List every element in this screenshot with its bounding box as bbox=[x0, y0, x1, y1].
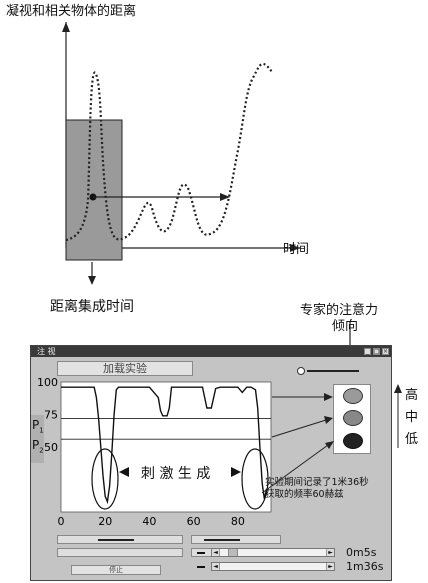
arrow-left-icon[interactable]: ◄ bbox=[212, 563, 220, 570]
status-dot-icon bbox=[297, 367, 305, 375]
arrow-right-icon[interactable]: ► bbox=[326, 549, 334, 556]
time-readout-1: 0m5s bbox=[346, 546, 377, 559]
time-slider-1[interactable]: ◄ ► bbox=[211, 548, 335, 557]
maximize-button[interactable]: □ bbox=[373, 348, 380, 355]
diagram-title: 凝视和相关物体的距离 bbox=[6, 4, 137, 19]
threshold-label-bg bbox=[31, 415, 44, 463]
gaze-curve bbox=[65, 62, 273, 242]
level-high-label: 高 bbox=[405, 388, 419, 403]
expert-attention-label: 专家的注意力 bbox=[300, 303, 379, 318]
threshold-p2-label: P2 bbox=[32, 438, 44, 455]
attention-indicator-panel bbox=[333, 384, 371, 454]
slider-thumb[interactable] bbox=[228, 549, 238, 556]
x-tick-label: 0 bbox=[58, 515, 65, 528]
arrow-left-icon[interactable]: ◄ bbox=[212, 549, 220, 556]
level-arrow-head bbox=[394, 384, 402, 393]
close-button[interactable]: × bbox=[382, 348, 389, 355]
window-titlebar: 注 视 _ □ × bbox=[31, 346, 391, 357]
threshold-p1-label: P1 bbox=[32, 418, 44, 435]
slider-1-dash bbox=[197, 552, 205, 554]
x-tick-label: 80 bbox=[231, 515, 245, 528]
window-title: 注 视 bbox=[37, 347, 56, 356]
time-readout-2: 1m36s bbox=[346, 560, 384, 573]
gaze-distance-series bbox=[61, 386, 268, 505]
stimulus-label: 刺 激 生 成 bbox=[141, 466, 211, 482]
record-note-2: 获取的频率60赫兹 bbox=[265, 489, 344, 500]
y-tick-label: 100 bbox=[37, 376, 58, 389]
stimulus-arrow-right bbox=[231, 467, 241, 477]
time-axis-label: 时间 bbox=[283, 242, 310, 257]
minimize-button[interactable]: _ bbox=[364, 348, 371, 355]
control-bar-1[interactable] bbox=[57, 535, 183, 544]
gaze-chart: 50 75 100 0 20 40 60 80 bbox=[37, 376, 272, 528]
level-mid-label: 中 bbox=[405, 410, 419, 425]
horizontal-arrow-head bbox=[220, 193, 230, 201]
stimulus-ellipse-left bbox=[91, 448, 119, 510]
status-line bbox=[307, 370, 359, 372]
time-slider-2[interactable]: ◄ ► bbox=[211, 562, 335, 571]
x-axis-arrow bbox=[290, 244, 300, 252]
x-tick-label: 60 bbox=[187, 515, 201, 528]
slider-2-dash bbox=[197, 566, 205, 568]
integration-time-label: 距离集成时间 bbox=[50, 299, 134, 315]
stop-button[interactable]: 停止 bbox=[71, 565, 161, 575]
attention-light-high bbox=[343, 388, 363, 404]
attention-light-mid bbox=[343, 410, 363, 426]
load-experiment-button[interactable]: 加载实验 bbox=[57, 361, 193, 376]
stimulus-arrow-left bbox=[119, 467, 129, 477]
control-bar-2[interactable] bbox=[191, 535, 281, 544]
down-arrow-head bbox=[88, 276, 96, 285]
y-axis-arrow bbox=[62, 22, 70, 32]
attention-light-low bbox=[343, 433, 363, 449]
gaze-window: 注 视 _ □ × 加载实验 50 75 100 0 20 40 60 80 刺 激 生 成… bbox=[30, 345, 392, 581]
chart-plot-area bbox=[60, 381, 272, 513]
y-tick-label: 75 bbox=[44, 409, 58, 422]
expert-attention-label-2: 倾向 bbox=[332, 319, 359, 334]
x-tick-label: 20 bbox=[98, 515, 112, 528]
integration-box bbox=[65, 119, 123, 261]
control-bar-3[interactable] bbox=[57, 548, 183, 557]
arrow-right-icon[interactable]: ► bbox=[326, 563, 334, 570]
x-tick-label: 40 bbox=[142, 515, 156, 528]
level-low-label: 低 bbox=[405, 432, 419, 447]
y-tick-label: 50 bbox=[44, 441, 58, 454]
